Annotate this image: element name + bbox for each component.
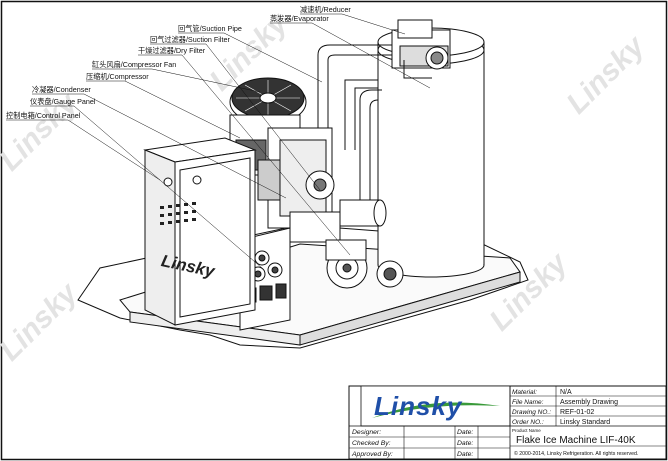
order-no-label: Order NO.:: [512, 419, 544, 426]
callout-gauge-panel: 仪表盘/Gauge Panel: [30, 97, 96, 106]
drawing-no-value: REF-01-02: [560, 409, 594, 416]
machine-illustration: Linsky: [77, 19, 529, 349]
designer-date-label: Date:: [457, 429, 473, 436]
evaporator-drum: [377, 27, 485, 278]
reducer-motor: [391, 19, 451, 79]
callout-condenser: 冷凝器/Condenser: [32, 85, 91, 94]
compressor-fan: [229, 77, 307, 125]
order-no-value: Linsky Standard: [560, 419, 610, 426]
material-label: Material:: [512, 389, 537, 396]
callout-labels: 减速机/Reducer 蒸发器/Evaporator 回气管/Suction P…: [6, 5, 351, 120]
condenser: [257, 127, 335, 229]
suction-filter: [289, 199, 387, 243]
product-name: Flake Ice Machine LIF-40K: [516, 435, 636, 446]
file-name-label: File Name:: [512, 399, 544, 406]
designer-label: Designer:: [352, 429, 381, 436]
callout-suction-filter: 回气过滤器/Suction Filter: [150, 35, 230, 44]
callout-evaporator: 蒸发器/Evaporator: [270, 14, 329, 23]
watermark-text: Linsky: [560, 29, 651, 120]
watermark-text: Linsky: [0, 276, 85, 367]
checked-date-label: Date:: [457, 440, 473, 447]
callout-control-panel: 控制电箱/Control Panel: [6, 111, 81, 120]
callout-reducer: 减速机/Reducer: [300, 5, 351, 14]
skid-side: [299, 271, 521, 346]
callout-compressor: 压缩机/Compressor: [86, 72, 149, 81]
callout-dry-filter: 干燥过滤器/Dry Filter: [138, 46, 206, 55]
approved-date-label: Date:: [457, 451, 473, 458]
product-name-label: Product Name: [512, 428, 541, 433]
logo-swoosh: [372, 402, 500, 418]
callout-leaders: [6, 13, 431, 269]
approved-by-label: Approved By:: [351, 451, 393, 458]
copyright-notice: © 2000-2014, Linsky Refrigeration. All r…: [514, 450, 638, 457]
callout-suction-pipe: 回气管/Suction Pipe: [178, 24, 242, 33]
title-block: Linsky Material: N/A File Name: Assembly…: [348, 385, 667, 460]
checked-by-label: Checked By:: [352, 440, 391, 447]
callout-compressor-fan: 缸头风扇/Compressor Fan: [92, 60, 176, 69]
suction-pipe: [317, 44, 392, 210]
brand-logo: Linsky: [374, 391, 463, 421]
drawing-no-label: Drawing NO.:: [512, 409, 551, 416]
file-name-value: Assembly Drawing: [560, 399, 618, 406]
control-panel: [143, 137, 257, 326]
material-value: N/A: [560, 389, 572, 396]
